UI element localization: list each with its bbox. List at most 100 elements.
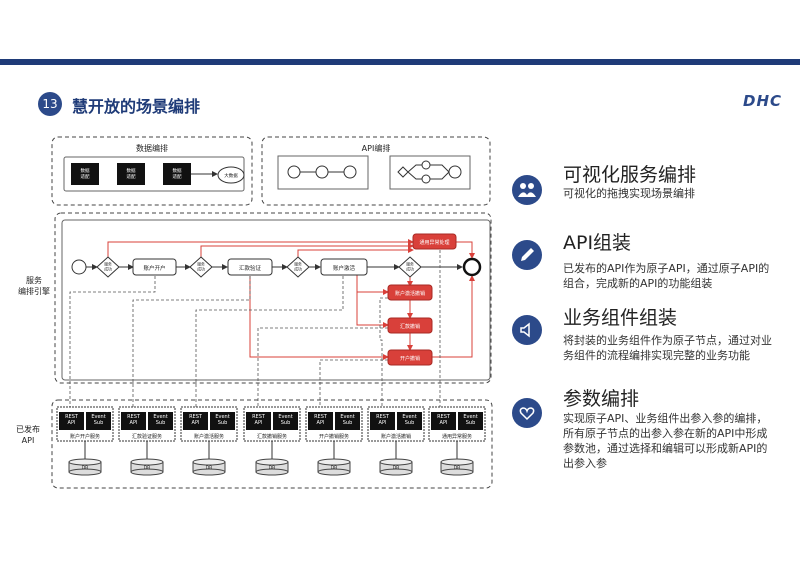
api-flow-a: [277, 155, 369, 190]
data-adapter-blocks: 数据适配 数据适配 数据适配: [71, 163, 218, 185]
feature-title: 可视化服务编排: [563, 164, 697, 186]
compensation-label: 账户激活撤销: [395, 290, 425, 297]
end-event: [462, 257, 482, 277]
compensation-task: 汇款撤销: [387, 317, 433, 334]
engine-nodes: 服务成功 服务成功 服务成功 服务成功 账户开户 汇款验证 账户激活 通用异常处理账户激活撤销…: [96, 233, 457, 366]
service-task: 账户激活: [320, 258, 368, 276]
bigdata-store: [217, 166, 245, 184]
compensation-label: 开户撤销: [400, 355, 420, 362]
compensation-label: 汇款撤销: [400, 323, 420, 330]
api-binding-lines: [69, 250, 441, 410]
page-title: 慧开放的场景编排: [72, 97, 201, 116]
service-name: 账户开户服务: [70, 433, 100, 440]
pen-icon: [512, 240, 542, 270]
data-adapter-label: 数据适配: [173, 167, 182, 180]
published-api-frame: [51, 399, 493, 489]
data-adapter-label: 数据适配: [127, 167, 136, 180]
service-name: 账户激活服务: [194, 433, 224, 440]
db-label: DB: [454, 465, 461, 471]
engine-outer-frame: [54, 212, 492, 384]
service-task: 汇款验证: [227, 258, 273, 276]
feature-title: API组装: [563, 232, 632, 254]
people-icon: [512, 175, 542, 205]
data-adapter-block: [117, 163, 145, 185]
gateway-label: 服务成功: [104, 262, 112, 272]
engine-inner-frame: [61, 219, 491, 381]
top-bar-stripe: [0, 59, 800, 65]
engine-side-label: 服务编排引擎: [18, 275, 50, 296]
api-flow-b: [389, 155, 471, 190]
service-name: 通用异常服务: [442, 433, 472, 440]
data-orchestration-title: 数据编排: [136, 143, 168, 153]
data-adapter-label: 数据适配: [81, 167, 90, 180]
compensation-task: 通用异常处理: [412, 233, 457, 250]
page-number-badge: 13: [38, 92, 62, 116]
gateway-label: 服务成功: [197, 262, 205, 272]
task-label: 汇款验证: [239, 264, 262, 272]
service-task: 账户开户: [132, 258, 177, 276]
feature-title: 业务组件组装: [563, 307, 678, 329]
service-name: 汇款验证服务: [132, 433, 162, 440]
gateway-label: 服务成功: [406, 262, 414, 272]
service-success-gateway: 服务成功: [398, 256, 422, 278]
feature-title: 参数编排: [563, 388, 640, 410]
feature-description: 可视化的拖拽实现场景编排: [563, 187, 695, 200]
dhc-logo: DHC: [743, 92, 783, 110]
compensation-task: 账户激活撤销: [387, 284, 433, 301]
feature-description: 实现原子API、业务组件出参入参的编排，所有原子节点的出参入参在新的API中形成…: [563, 412, 768, 470]
db-label: DB: [393, 465, 400, 471]
feature-description: 已发布的API作为原子API，通过原子API的组合，完成新的API的功能组装: [563, 262, 770, 290]
start-event: [71, 259, 87, 275]
compensation-flows: [107, 239, 475, 360]
service-name: 账户激活撤销: [381, 433, 411, 440]
db-label: DB: [269, 465, 276, 471]
feature-description: 将封装的业务组件作为原子节点，通过对业务组件的流程编排实现完整的业务功能: [563, 334, 772, 362]
service-name: 开户撤销服务: [319, 433, 349, 440]
data-adapter-block: [71, 163, 99, 185]
speaker-icon: [512, 315, 542, 345]
service-success-gateway: 服务成功: [189, 256, 213, 278]
compensation-task: 开户撤销: [387, 349, 433, 366]
task-label: 账户开户: [143, 264, 165, 272]
db-label: DB: [331, 465, 338, 471]
compensation-label: 通用异常处理: [419, 239, 449, 246]
top-bar: [0, 0, 800, 62]
gateway-label: 服务成功: [294, 262, 302, 272]
heart-icon: [512, 398, 542, 428]
service-success-gateway: 服务成功: [286, 256, 310, 278]
api-orchestration-frame: [261, 136, 491, 206]
task-label: 账户激活: [333, 264, 356, 272]
data-orchestration-frame: [51, 136, 253, 206]
db-label: DB: [82, 465, 89, 471]
service-success-gateway: 服务成功: [96, 256, 120, 278]
db-label: DB: [206, 465, 213, 471]
service-name: 汇款撤销服务: [257, 433, 287, 440]
db-label: DB: [144, 465, 151, 471]
api-orchestration-title: API编排: [362, 143, 391, 153]
data-adapter-block: [163, 163, 191, 185]
bigdata-label: 大数据: [224, 172, 238, 179]
